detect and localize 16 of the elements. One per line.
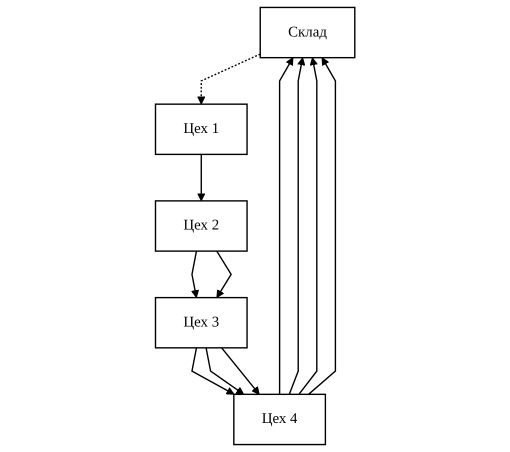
node-box: Цех 3 [154,296,248,349]
arrow [191,348,234,395]
arrow [308,57,336,395]
node-box: Цех 2 [154,200,248,252]
arrow [298,57,318,395]
arrow [190,250,199,298]
node-box: Цех 4 [232,394,326,446]
arrow [288,57,306,395]
arrow [197,53,260,105]
arrow [216,250,232,298]
arrow [205,348,244,395]
node-box: Цех 1 [154,103,248,156]
arrow [278,57,294,394]
node-box: Склад [259,6,356,58]
arrow [197,154,206,202]
arrow [220,347,260,395]
